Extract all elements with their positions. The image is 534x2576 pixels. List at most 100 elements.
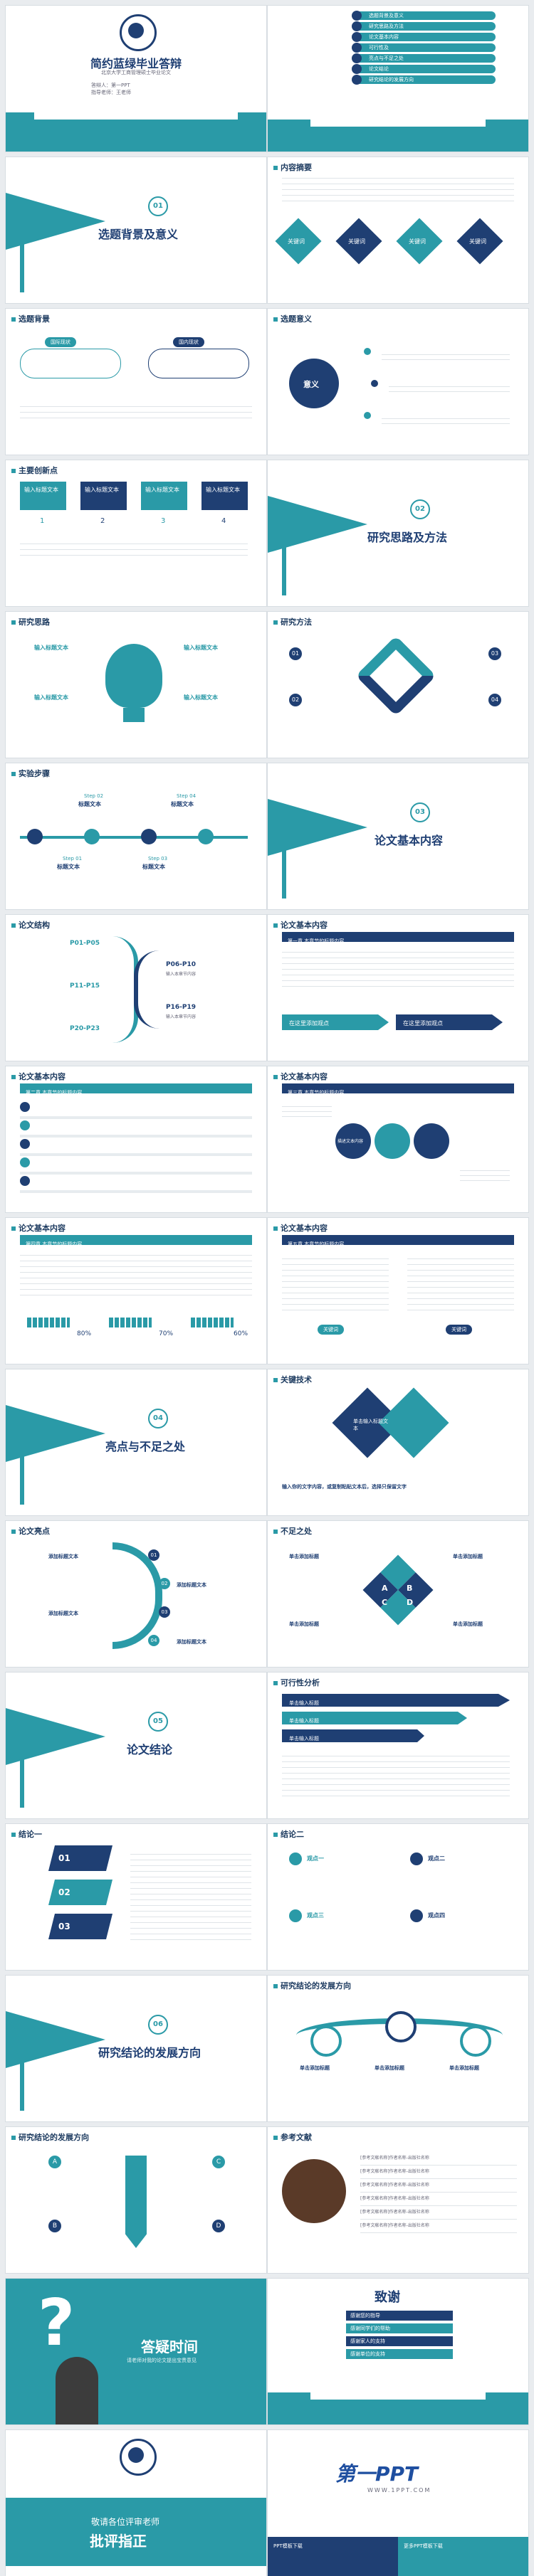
grad-cap-icon (6, 1708, 105, 1765)
toc-item[interactable]: 选题背景及意义 (352, 11, 496, 21)
cover-book-page (34, 105, 238, 120)
ref-item[interactable]: [参考文献名称]作者名称-出版社名称 (360, 2179, 517, 2193)
slide-steps[interactable]: 实验步骤 Step 01 Step 02 Step 03 Step 04 标题文… (6, 763, 266, 909)
slide-qa[interactable]: ? 答疑时间 请老师对我的论文提出宝贵意见 (6, 2279, 266, 2424)
slide-header: 结论二 (273, 1828, 304, 1840)
slide-header: 选题背景 (11, 313, 50, 324)
innov-card[interactable]: 输入标题文本 (20, 482, 66, 510)
idea-label: 输入标题文本 (34, 645, 68, 651)
chain-label: 描述文本内容 (337, 1139, 364, 1144)
slide-content-summary[interactable]: 内容摘要 关键词 关键词 关键词 关键词 (268, 157, 528, 303)
percent-value: 70% (159, 1330, 174, 1337)
slide-chapter-5[interactable]: 论文基本内容 第五章 本章节的标题内容 关键词 关键词 (268, 1218, 528, 1364)
slide-research-idea[interactable]: 研究思路 输入标题文本 输入标题文本 输入标题文本 输入标题文本 (6, 612, 266, 758)
slide-section-02[interactable]: 02 研究思路及方法 (268, 460, 528, 606)
slide-shortcomings[interactable]: 不足之处 A B C D 单击添加标题 单击添加标题 单击添加标题 单击添加标题 (268, 1521, 528, 1667)
brand-logo[interactable]: 第一PPT (335, 2462, 419, 2486)
slide-background[interactable]: 选题背景 国际现状 国内现状 (6, 309, 266, 455)
highlight-num: 03 (159, 1606, 170, 1618)
slide-section-01[interactable]: 01 选题背景及意义 (6, 157, 266, 303)
toc-item[interactable]: 研究思路及方法 (352, 21, 496, 31)
keyword-pill[interactable]: 关键词 (446, 1325, 472, 1335)
person-silhouette (56, 2357, 98, 2424)
ref-item[interactable]: [参考文献名称]作者名称-出版社名称 (360, 2166, 517, 2179)
slide-section-03[interactable]: 03 论文基本内容 (268, 763, 528, 909)
step-node[interactable] (141, 829, 157, 844)
innov-card[interactable]: 输入标题文本 (141, 482, 187, 510)
slide-chapter-3[interactable]: 论文基本内容 第三章 本章节的标题内容 描述文本内容 (268, 1066, 528, 1212)
keyword-pill[interactable]: 关键词 (318, 1325, 344, 1335)
ribbon-num: 01 (58, 1853, 70, 1863)
idea-label: 输入标题文本 (184, 645, 218, 651)
slide-direction[interactable]: 研究结论的发展方向 单击添加标题 单击添加标题 单击添加标题 (268, 1976, 528, 2121)
chapter-tag[interactable]: 在这里添加观点 (282, 1014, 389, 1030)
innov-card[interactable]: 输入标题文本 (80, 482, 127, 510)
toc-item[interactable]: 亮点与不足之处 (352, 53, 496, 63)
toc-item[interactable]: 研究结论的发展方向 (352, 75, 496, 85)
idea-label: 输入标题文本 (184, 694, 218, 701)
slide-chapter-2[interactable]: 论文基本内容 第二章 本章节的标题内容 (6, 1066, 266, 1212)
slide-direction-2[interactable]: 研究结论的发展方向 A B C D (6, 2127, 266, 2273)
toc-bullet (352, 21, 362, 31)
direction-node (385, 2011, 417, 2042)
step-node[interactable] (27, 829, 43, 844)
innov-num: 3 (161, 517, 166, 525)
ref-item[interactable]: [参考文献名称]作者名称-出版社名称 (360, 2193, 517, 2206)
innov-card[interactable]: 输入标题文本 (201, 482, 248, 510)
slide-section-06[interactable]: 06 研究结论的发展方向 (6, 1976, 266, 2121)
direction-label: 单击添加标题 (375, 2065, 404, 2071)
step-node[interactable] (84, 829, 100, 844)
slide-references[interactable]: 参考文献 [参考文献名称]作者名称-出版社名称 [参考文献名称]作者名称-出版社… (268, 2127, 528, 2273)
cap-tassel (20, 1455, 24, 1505)
abcd-label: 单击添加标题 (289, 1554, 319, 1559)
chapter-tag-label: 在这里添加观点 (403, 1020, 443, 1027)
slide-key-tech[interactable]: 关键技术 单击输入标题文本 输入你的文字内容，或复制粘贴文本后，选择只保留文字 (268, 1369, 528, 1515)
chapter-text (407, 1253, 514, 1310)
ref-item[interactable]: [参考文献名称]作者名称-出版社名称 (360, 2206, 517, 2220)
slide-end[interactable]: 敬请各位评审老师 批评指正 (6, 2430, 266, 2576)
section-title: 论文结论 (127, 1743, 173, 1756)
slide-brand[interactable]: 第一PPT WWW.1PPT.COM PPT模板下载 更多PPT模板下载 (268, 2430, 528, 2576)
qa-title: 答疑时间 (141, 2338, 198, 2355)
step-node[interactable] (198, 829, 214, 844)
tech-note: 输入你的文字内容，或复制粘贴文本后，选择只保留文字 (282, 1484, 407, 1490)
cap-tassel (20, 243, 24, 292)
toc-item[interactable]: 可行性及 (352, 43, 496, 53)
row-bullet (20, 1102, 30, 1112)
slide-feasibility[interactable]: 可行性分析 单击输入标题 单击输入标题 单击输入标题 (268, 1673, 528, 1818)
slide-section-04[interactable]: 04 亮点与不足之处 (6, 1369, 266, 1515)
toc-item[interactable]: 论文结论 (352, 64, 496, 74)
slide-highlights[interactable]: 论文亮点 01 02 03 04 添加标题文本 添加标题文本 添加标题文本 添加… (6, 1521, 266, 1667)
toc-item[interactable]: 论文基本内容 (352, 32, 496, 42)
ref-item[interactable]: [参考文献名称]作者名称-出版社名称 (360, 2220, 517, 2233)
slide-section-05[interactable]: 05 论文结论 (6, 1673, 266, 1818)
brand-footer-left: PPT模板下载 (268, 2537, 398, 2576)
grad-cap-icon (6, 1405, 105, 1462)
slide-thanks[interactable]: 致谢 感谢您的指导 感谢同学们的帮助 感谢家人的支持 感谢单位的支持 (268, 2279, 528, 2424)
innov-card-label: 输入标题文本 (24, 487, 58, 493)
innov-num: 4 (221, 517, 226, 525)
chapter-bar: 第一章 本章节的标题内容 (282, 932, 514, 944)
university-logo (120, 2439, 157, 2476)
slide-header: 结论一 (11, 1828, 42, 1840)
slide-meaning[interactable]: 选题意义 意义 (268, 309, 528, 455)
ref-item[interactable]: [参考文献名称]作者名称-出版社名称 (360, 2152, 517, 2166)
cover-title: 简约蓝绿毕业答辩 (90, 57, 182, 70)
toc-book-page (310, 112, 486, 127)
step-name: 标题文本 (171, 801, 194, 807)
brand-url[interactable]: WWW.1PPT.COM (367, 2487, 431, 2493)
slide-conclusion-1[interactable]: 结论一 01 02 03 (6, 1824, 266, 1970)
chapter-text (282, 1253, 389, 1310)
slide-research-method[interactable]: 研究方法 01 02 03 04 (268, 612, 528, 758)
slide-innovation[interactable]: 主要创新点 输入标题文本 输入标题文本 输入标题文本 输入标题文本 1 2 3 … (6, 460, 266, 606)
slide-structure[interactable]: 论文结构 P01-P05 P11-P15 P20-P23 P06-P10 输入本… (6, 915, 266, 1061)
slide-cover[interactable]: 简约蓝绿毕业答辩 北京大学工商管理硕士毕业论文 答辩人：第一PPT 指导老师：王… (6, 6, 266, 152)
slide-header: 论文结构 (11, 919, 50, 931)
slide-chapter-1[interactable]: 论文基本内容 第一章 本章节的标题内容 在这里添加观点 在这里添加观点 (268, 915, 528, 1061)
arrow-label: 单击输入标题 (289, 1736, 319, 1742)
slide-conclusion-2[interactable]: 结论二 观点一 观点二 观点三 观点四 (268, 1824, 528, 1970)
chapter-tag[interactable]: 在这里添加观点 (396, 1014, 503, 1030)
dir-letter: C (212, 2156, 225, 2168)
slide-chapter-4[interactable]: 论文基本内容 第四章 本章节的标题内容 80% 70% 60% (6, 1218, 266, 1364)
slide-toc[interactable]: 选题背景及意义 研究思路及方法 论文基本内容 可行性及 亮点与不足之处 论文结论… (268, 6, 528, 152)
